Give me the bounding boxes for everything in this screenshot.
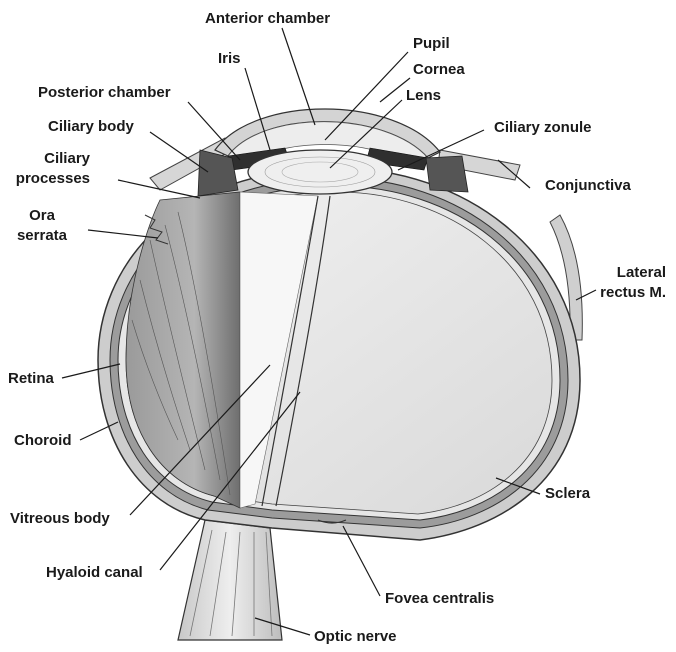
label-lateral-rectus-line2: rectus M. <box>586 284 666 302</box>
label-lens: Lens <box>406 87 441 105</box>
label-hyaloid-canal: Hyaloid canal <box>46 564 143 582</box>
label-pupil: Pupil <box>413 35 450 53</box>
label-retina: Retina <box>8 370 54 388</box>
label-choroid: Choroid <box>14 432 72 450</box>
label-ciliary-body: Ciliary body <box>48 118 134 136</box>
label-anterior-chamber: Anterior chamber <box>205 10 330 28</box>
label-iris: Iris <box>218 50 241 68</box>
label-lateral-rectus-line1: Lateral <box>596 264 666 282</box>
label-sclera: Sclera <box>545 485 590 503</box>
label-ciliary-zonule: Ciliary zonule <box>494 119 592 137</box>
label-optic-nerve: Optic nerve <box>314 628 397 646</box>
label-conjunctiva: Conjunctiva <box>545 177 631 195</box>
label-vitreous-body: Vitreous body <box>10 510 110 528</box>
label-cornea: Cornea <box>413 61 465 79</box>
lens-shape <box>248 150 392 194</box>
ciliary-body-right <box>426 156 468 192</box>
label-ora-serrata-line2: serrata <box>6 227 78 245</box>
label-fovea-centralis: Fovea centralis <box>385 590 494 608</box>
label-ciliary-processes-line2: processes <box>4 170 90 188</box>
label-ciliary-processes-line1: Ciliary <box>24 150 90 168</box>
label-ora-serrata-line1: Ora <box>12 207 72 225</box>
label-posterior-chamber: Posterior chamber <box>38 84 171 102</box>
